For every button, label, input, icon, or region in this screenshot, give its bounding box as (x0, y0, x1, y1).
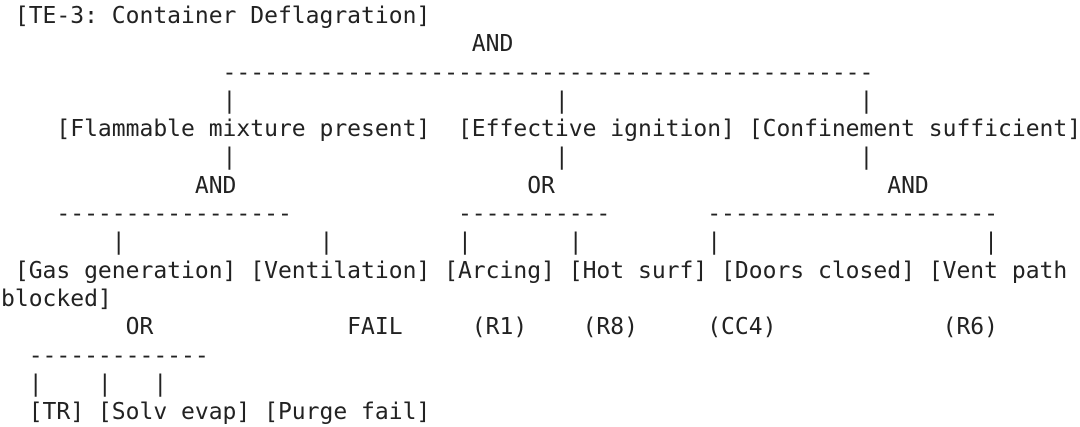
tree-line-leaf-bar: ------------- (1, 342, 209, 369)
tree-line-top-gate: AND (1, 31, 514, 58)
tree-line-leaf-connectors: | | | (1, 370, 168, 397)
tree-line-top-event: [TE-3: Container Deflagration] (1, 3, 431, 29)
tree-line-child-refs: OR FAIL (R1) (R8) (CC4) (R6) (1, 314, 998, 341)
tree-line-branch-gates: AND OR AND (1, 172, 929, 199)
tree-line-child-connectors: | | | | | | (1, 229, 998, 256)
tree-line-branch-stems: | | | (1, 144, 874, 171)
tree-line-child-bars: ----------------- ----------- ----------… (1, 201, 998, 228)
tree-line-branch-labels: [Flammable mixture present] [Effective i… (1, 116, 1080, 143)
tree-line-top-branch-bar: ----------------------------------------… (1, 59, 874, 86)
tree-line-leaf-labels: [TR] [Solv evap] [Purge fail] (1, 399, 431, 426)
tree-line-branch-connectors: | | | (1, 87, 874, 114)
tree-line-child-labels: [Gas generation] [Ventilation] [Arcing] … (1, 257, 1068, 284)
tree-line-wrapped-label: blocked] (1, 285, 112, 312)
